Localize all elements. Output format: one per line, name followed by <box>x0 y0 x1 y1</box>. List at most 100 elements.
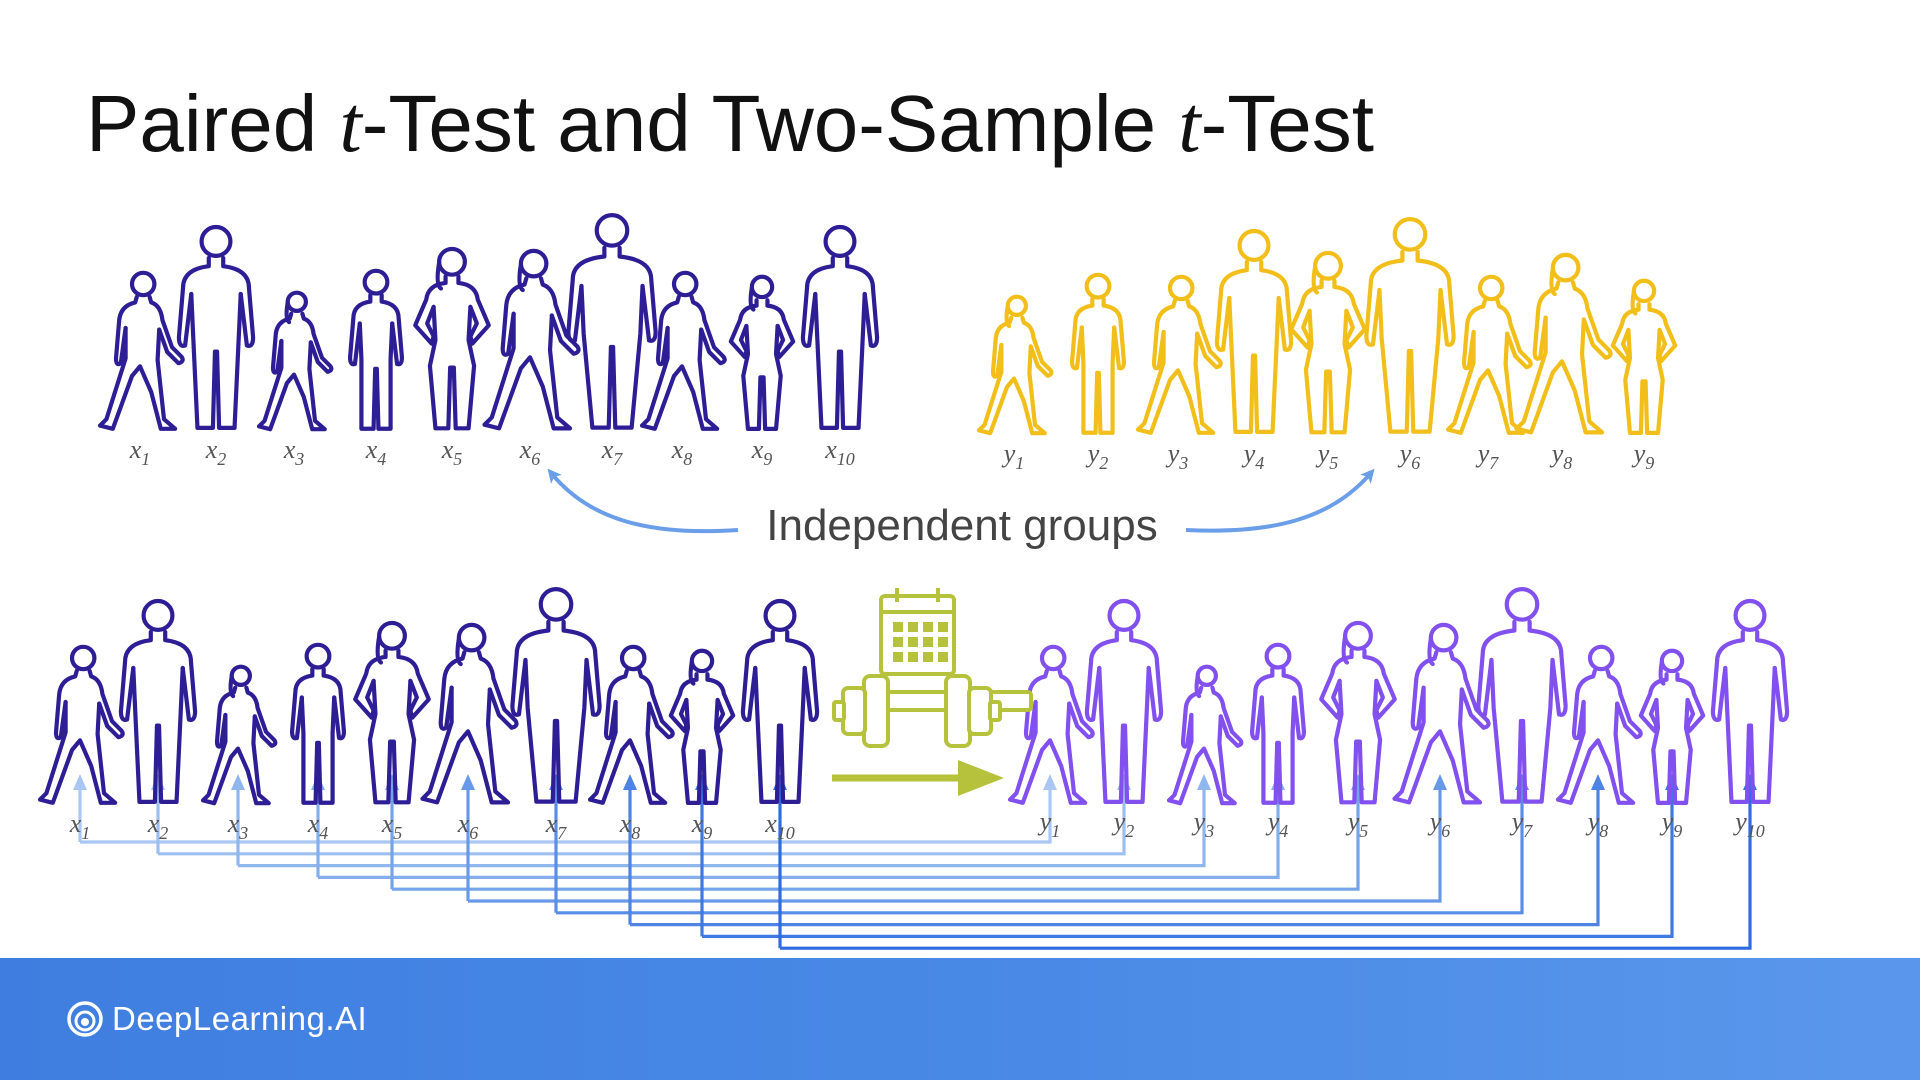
paired_after-label-y3-subscript: 3 <box>1204 821 1214 841</box>
x_group-label-x6-symbol: x <box>519 435 532 464</box>
paired_after-label-y7-subscript: 7 <box>1523 821 1533 841</box>
paired_after-label-y3-symbol: y <box>1191 807 1206 836</box>
y_group-person-3 <box>1138 277 1221 433</box>
x_group-label-x7: x7 <box>601 435 624 469</box>
paired_after-label-y3: y3 <box>1191 807 1215 841</box>
y_group-label-y3: y3 <box>1165 439 1189 473</box>
y_group-label-y7-subscript: 7 <box>1489 453 1499 473</box>
paired_after-label-y8: y8 <box>1585 807 1609 841</box>
paired_after-person-7 <box>1478 589 1565 802</box>
brand-logo[interactable]: DeepLearning.AI <box>66 999 367 1039</box>
y_group-person-2 <box>1072 275 1124 433</box>
paired_before-label-x8-symbol: x <box>619 809 632 838</box>
x_group-person-7 <box>568 215 655 428</box>
paired_before-label-x8: x8 <box>619 809 641 843</box>
x_group-label-x4: x4 <box>365 435 387 469</box>
x_group-label-x1-subscript: 1 <box>141 449 150 469</box>
y_group-person-4 <box>1217 231 1291 432</box>
deeplearning-ai-logo-icon <box>66 1000 104 1038</box>
x_group-label-x1: x1 <box>129 435 151 469</box>
paired_after-label-y10-subscript: 10 <box>1747 821 1765 841</box>
paired_after-label-y4: y4 <box>1265 807 1289 841</box>
paired_after-person-6 <box>1395 625 1489 802</box>
calendar-dumbbell-icon <box>834 588 1031 746</box>
paired_before-label-x4: x4 <box>307 809 329 843</box>
paired_before-label-x5: x5 <box>381 809 403 843</box>
paired_before-person-2 <box>121 601 195 802</box>
paired_after-label-y5: y5 <box>1345 807 1369 841</box>
paired_after-label-y1-subscript: 1 <box>1051 821 1060 841</box>
y_group-label-y9: y9 <box>1631 439 1655 473</box>
y_group-person-1 <box>979 297 1051 434</box>
paired-after-figures <box>1010 589 1787 803</box>
y_group-label-y3-subscript: 3 <box>1178 453 1188 473</box>
paired_after-label-y9: y9 <box>1659 807 1683 841</box>
pair-link-10-arrowhead-right <box>1743 774 1757 790</box>
paired_after-label-y5-symbol: y <box>1345 807 1360 836</box>
paired_after-label-y8-symbol: y <box>1585 807 1600 836</box>
y_group-person-5 <box>1291 253 1365 432</box>
independent-groups-label: Independent groups <box>766 501 1157 550</box>
paired_after-label-y1-symbol: y <box>1037 807 1052 836</box>
paired_after-label-y6-subscript: 6 <box>1441 821 1450 841</box>
y_group-label-y4-subscript: 4 <box>1255 453 1264 473</box>
paired_before-label-x3: x3 <box>227 809 249 843</box>
arc-arrow-left <box>552 474 738 531</box>
y_group-label-y4: y4 <box>1241 439 1265 473</box>
paired_before-label-x5-symbol: x <box>381 809 394 838</box>
paired_after-label-y7: y7 <box>1509 807 1534 841</box>
group-y-figures <box>979 219 1675 433</box>
x_group-label-x5-subscript: 5 <box>453 449 462 469</box>
x_group-label-x6: x6 <box>519 435 541 469</box>
y_group-person-8 <box>1517 255 1611 432</box>
paired_before-label-x2-symbol: x <box>147 809 160 838</box>
x_group-person-9 <box>731 277 793 429</box>
paired_after-label-y8-subscript: 8 <box>1599 821 1608 841</box>
group-y-labels: y1y2y3y4y5y6y7y8y9 <box>1001 439 1655 473</box>
y_group-person-9 <box>1613 281 1675 433</box>
paired_after-label-y4-subscript: 4 <box>1279 821 1288 841</box>
paired_before-label-x4-symbol: x <box>307 809 320 838</box>
paired_before-label-x6: x6 <box>457 809 479 843</box>
y_group-label-y2-symbol: y <box>1085 439 1100 468</box>
brand-name: DeepLearning.AI <box>112 1000 367 1038</box>
paired_after-person-10 <box>1713 601 1787 802</box>
paired_before-label-x1-symbol: x <box>69 809 82 838</box>
pair-link-2-arrowhead-left <box>151 774 165 790</box>
paired_before-label-x2-subscript: 2 <box>159 823 168 843</box>
paired_before-label-x6-symbol: x <box>457 809 470 838</box>
paired_before-label-x2: x2 <box>147 809 169 843</box>
paired_before-label-x10-symbol: x <box>764 809 777 838</box>
y_group-label-y6-subscript: 6 <box>1411 453 1420 473</box>
paired_before-label-x8-subscript: 8 <box>631 823 640 843</box>
x_group-label-x3-symbol: x <box>283 435 296 464</box>
y_group-label-y9-subscript: 9 <box>1645 453 1654 473</box>
paired_after-label-y9-subscript: 9 <box>1673 821 1682 841</box>
pair-link-9-arrowhead-right <box>1665 774 1679 790</box>
paired_after-label-y2: y2 <box>1111 807 1135 841</box>
x_group-label-x2: x2 <box>205 435 227 469</box>
y_group-label-y7-symbol: y <box>1475 439 1490 468</box>
paired_after-label-y4-symbol: y <box>1265 807 1280 836</box>
paired_before-person-6 <box>423 625 517 802</box>
paired_before-label-x9-symbol: x <box>691 809 704 838</box>
y_group-label-y9-symbol: y <box>1631 439 1646 468</box>
y_group-label-y7: y7 <box>1475 439 1500 473</box>
x_group-person-1 <box>100 273 183 429</box>
paired_before-label-x5-subscript: 5 <box>393 823 402 843</box>
pair-link-8-arrowhead-left <box>623 774 637 790</box>
y_group-label-y8-symbol: y <box>1549 439 1564 468</box>
paired_before-person-10 <box>743 601 817 802</box>
x_group-label-x6-subscript: 6 <box>531 449 540 469</box>
x_group-label-x5-symbol: x <box>441 435 454 464</box>
y_group-label-y1-symbol: y <box>1001 439 1016 468</box>
y_group-person-6 <box>1366 219 1453 432</box>
x_group-label-x7-subscript: 7 <box>613 449 623 469</box>
x_group-label-x3: x3 <box>283 435 305 469</box>
pair-link-2-arrowhead-right <box>1117 774 1131 790</box>
paired_after-label-y5-subscript: 5 <box>1359 821 1368 841</box>
pair-link-3-arrowhead-left <box>231 774 245 790</box>
y_group-label-y5-subscript: 5 <box>1329 453 1338 473</box>
pair-link-9-arrowhead-left <box>695 774 709 790</box>
x_group-label-x8-subscript: 8 <box>683 449 692 469</box>
